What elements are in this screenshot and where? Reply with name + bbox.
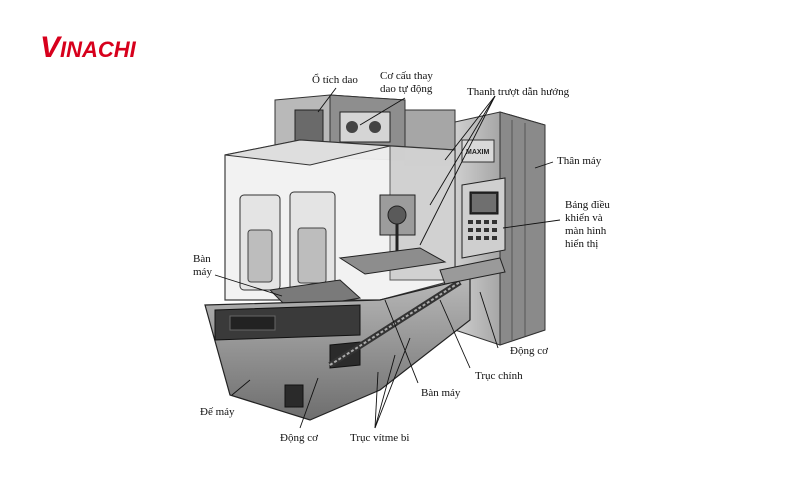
label-atc-line1: Cơ cấu thay xyxy=(380,70,433,82)
label-spindle: Trục chính xyxy=(475,370,523,382)
label-control-panel-line1: Bảng điều xyxy=(565,199,610,211)
control-panel xyxy=(461,177,506,259)
vinachi-logo: V INACHI xyxy=(40,30,150,66)
enclosure xyxy=(224,139,456,311)
label-table-bottom: Bàn máy xyxy=(421,387,461,399)
label-control-panel-line3: màn hình xyxy=(565,225,607,237)
logo-v: V xyxy=(40,31,63,64)
machine-badge: MAXIM xyxy=(466,149,490,156)
label-motor-right: Động cơ xyxy=(510,345,548,357)
label-motor-bottom: Động cơ xyxy=(280,432,318,444)
label-control-panel-line4: hiển thị xyxy=(565,238,599,250)
machine-base xyxy=(204,257,506,421)
label-table-left-line2: máy xyxy=(193,266,212,278)
label-tool-magazine: Ổ tích dao xyxy=(312,74,358,86)
label-ball-screw: Trục vítme bi xyxy=(350,432,410,444)
logo-text: INACHI xyxy=(60,37,137,62)
label-machine-body: Thân máy xyxy=(557,155,602,167)
label-base: Đế máy xyxy=(200,406,235,418)
leader-lines xyxy=(214,87,561,429)
label-atc-line2: dao tự động xyxy=(380,83,433,95)
label-table-left-line1: Bàn xyxy=(193,253,211,265)
label-control-panel-line2: khiển và xyxy=(565,212,603,224)
label-guide-rail: Thanh trượt dẫn hướng xyxy=(467,86,570,98)
